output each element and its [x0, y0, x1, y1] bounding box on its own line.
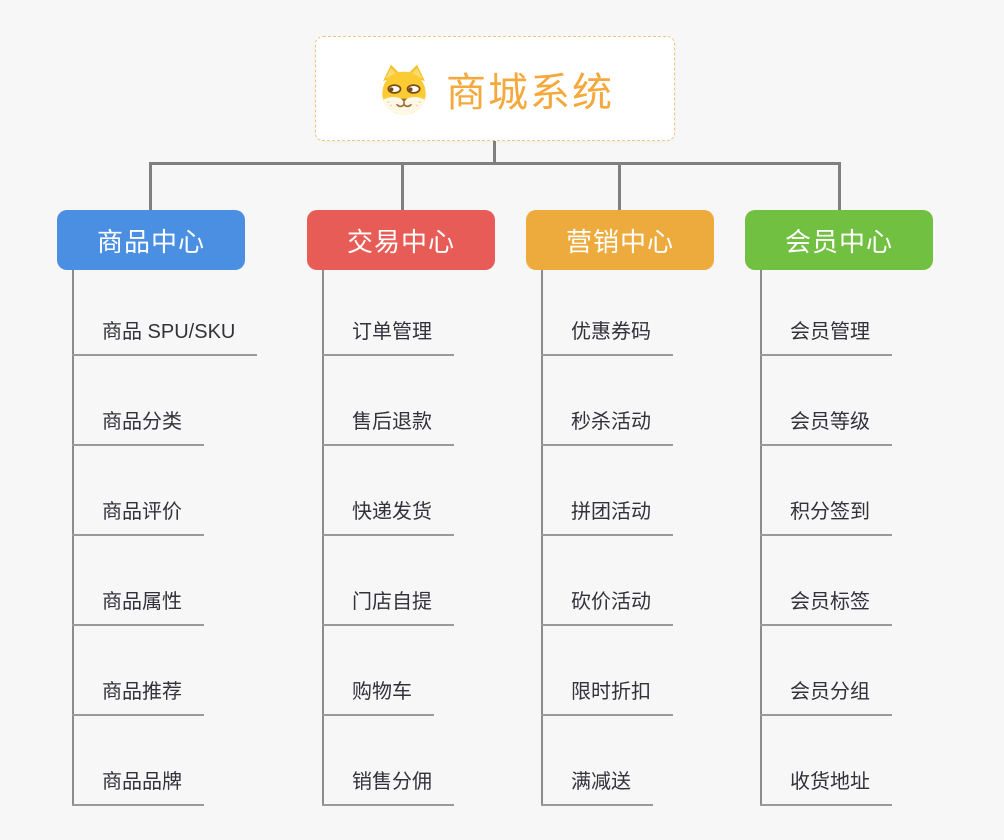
leaf-item[interactable]: 商品评价 [72, 490, 204, 536]
leaf-item[interactable]: 拼团活动 [541, 490, 673, 536]
branch-column-member: 会员管理 会员等级 积分签到 会员标签 会员分组 收货地址 [745, 270, 995, 830]
leaf-item[interactable]: 销售分佣 [322, 760, 454, 806]
leaf-item[interactable]: 限时折扣 [541, 670, 673, 716]
branch-column-product: 商品 SPU/SKU 商品分类 商品评价 商品属性 商品推荐 商品品牌 [57, 270, 307, 830]
branch-trunk-line [760, 270, 762, 806]
connector-root-trunk [493, 141, 496, 164]
leaf-item[interactable]: 购物车 [322, 670, 434, 716]
leaf-item[interactable]: 快递发货 [322, 490, 454, 536]
leaf-item[interactable]: 秒杀活动 [541, 400, 673, 446]
leaf-item[interactable]: 积分签到 [760, 490, 892, 536]
branch-node-product[interactable]: 商品中心 [57, 210, 245, 270]
leaf-item[interactable]: 商品 SPU/SKU [72, 310, 258, 356]
branch-column-trade: 订单管理 售后退款 快递发货 门店自提 购物车 销售分佣 [307, 270, 557, 830]
leaf-item[interactable]: 商品分类 [72, 400, 204, 446]
leaf-item[interactable]: 会员等级 [760, 400, 892, 446]
leaf-item[interactable]: 会员分组 [760, 670, 892, 716]
leaf-item[interactable]: 门店自提 [322, 580, 454, 626]
root-title: 商城系统 [446, 70, 614, 115]
leaf-item[interactable]: 商品品牌 [72, 760, 204, 806]
branch-trunk-line [72, 270, 74, 806]
connector-drop-product [149, 162, 152, 210]
branch-node-marketing[interactable]: 营销中心 [526, 210, 714, 270]
leaf-item[interactable]: 收货地址 [760, 760, 892, 806]
connector-drop-trade [401, 162, 404, 210]
leaf-item[interactable]: 商品推荐 [72, 670, 204, 716]
branch-node-trade[interactable]: 交易中心 [307, 210, 495, 270]
leaf-item[interactable]: 售后退款 [322, 400, 454, 446]
leaf-item[interactable]: 优惠券码 [541, 310, 673, 356]
leaf-item[interactable]: 满减送 [541, 760, 653, 806]
connector-drop-member [838, 162, 841, 210]
root-node[interactable]: 商城系统 [315, 36, 675, 141]
leaf-item[interactable]: 商品属性 [72, 580, 204, 626]
leaf-item[interactable]: 订单管理 [322, 310, 454, 356]
branch-trunk-line [541, 270, 543, 806]
leaf-item[interactable]: 砍价活动 [541, 580, 673, 626]
leaf-item[interactable]: 会员标签 [760, 580, 892, 626]
branch-node-member[interactable]: 会员中心 [745, 210, 933, 270]
branch-column-marketing: 优惠券码 秒杀活动 拼团活动 砍价活动 限时折扣 满减送 [526, 270, 776, 830]
branch-trunk-line [322, 270, 324, 806]
shiba-dog-icon [382, 64, 426, 115]
leaf-item[interactable]: 会员管理 [760, 310, 892, 356]
connector-drop-marketing [618, 162, 621, 210]
connector-horizontal [149, 162, 841, 165]
